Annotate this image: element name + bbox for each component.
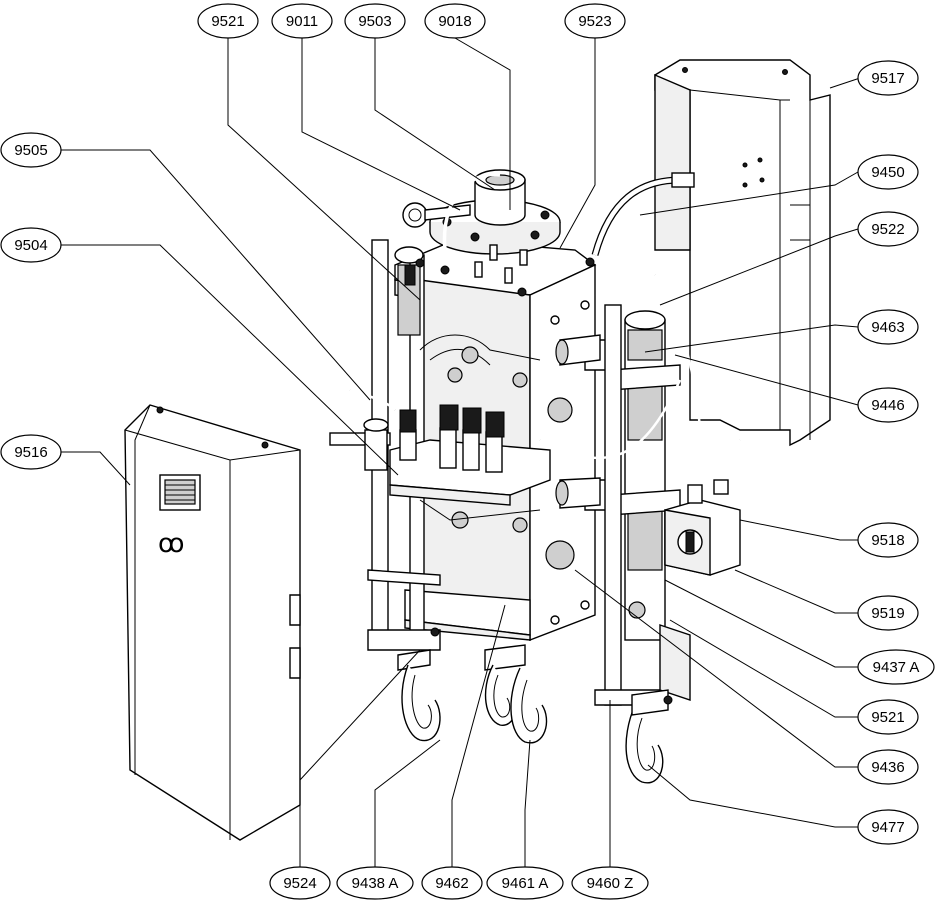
callout-label: 9463 (871, 319, 904, 336)
callout-label: 9438 A (352, 875, 399, 892)
callout-label: 9504 (14, 237, 47, 254)
callout-label: 9521 (211, 13, 244, 30)
front-cover: ꝏ (124, 404, 301, 841)
callout-label: 9518 (871, 532, 904, 549)
callout-9504: 9504 (0, 227, 62, 263)
callout-9477: 9477 (857, 809, 919, 845)
callout-label: 9461 A (502, 875, 549, 892)
callout-label: 9517 (871, 70, 904, 87)
callout-9011: 9011 (271, 3, 333, 39)
svg-text:ꝏ: ꝏ (158, 528, 184, 558)
callout-label: 9436 (871, 759, 904, 776)
callout-label: 9524 (283, 875, 316, 892)
leader-lines (60, 37, 861, 868)
callout-label: 9523 (578, 13, 611, 30)
callout-label: 9521 (871, 709, 904, 726)
callout-label: 9519 (871, 605, 904, 622)
callout-9517: 9517 (857, 60, 919, 96)
callout-label: 9503 (358, 13, 391, 30)
hooks (397, 627, 673, 784)
callout-label: 9462 (435, 875, 468, 892)
callout-9450: 9450 (857, 154, 919, 190)
callout-9436: 9436 (857, 749, 919, 785)
callout-9521-top: 9521 (197, 3, 259, 39)
callout-label: 9437 A (873, 659, 920, 676)
callout-9446: 9446 (857, 387, 919, 423)
callout-9518: 9518 (857, 522, 919, 558)
callout-9462: 9462 (421, 866, 483, 900)
callout-9018: 9018 (424, 3, 486, 39)
callout-label: 9516 (14, 444, 47, 461)
callout-label: 9460 Z (587, 875, 634, 892)
callout-label: 9446 (871, 397, 904, 414)
callout-9438a: 9438 A (336, 866, 414, 900)
junction-box (664, 438, 741, 576)
callout-label: 9011 (286, 13, 318, 30)
callout-9463: 9463 (857, 309, 919, 345)
callout-9516: 9516 (0, 434, 62, 470)
callout-9461a: 9461 A (486, 866, 564, 900)
cable-9450 (591, 172, 695, 256)
callout-9503: 9503 (344, 3, 406, 39)
callout-9519: 9519 (857, 595, 919, 631)
valve-block (329, 334, 551, 533)
callout-label: 9505 (14, 142, 47, 159)
callout-label: 9018 (438, 13, 471, 30)
callout-9523: 9523 (564, 3, 626, 39)
callout-9522: 9522 (857, 211, 919, 247)
right-cylinder (539, 274, 707, 706)
callout-9521-right: 9521 (857, 699, 919, 735)
wall-bracket (654, 59, 831, 447)
callout-9460z: 9460 Z (571, 866, 649, 900)
callout-9524: 9524 (269, 866, 331, 900)
callout-label: 9450 (871, 164, 904, 181)
callout-9505: 9505 (0, 132, 62, 168)
top-motor (402, 169, 595, 297)
callout-label: 9477 (871, 819, 904, 836)
callout-label: 9522 (871, 221, 904, 238)
callout-9437a: 9437 A (857, 649, 935, 685)
